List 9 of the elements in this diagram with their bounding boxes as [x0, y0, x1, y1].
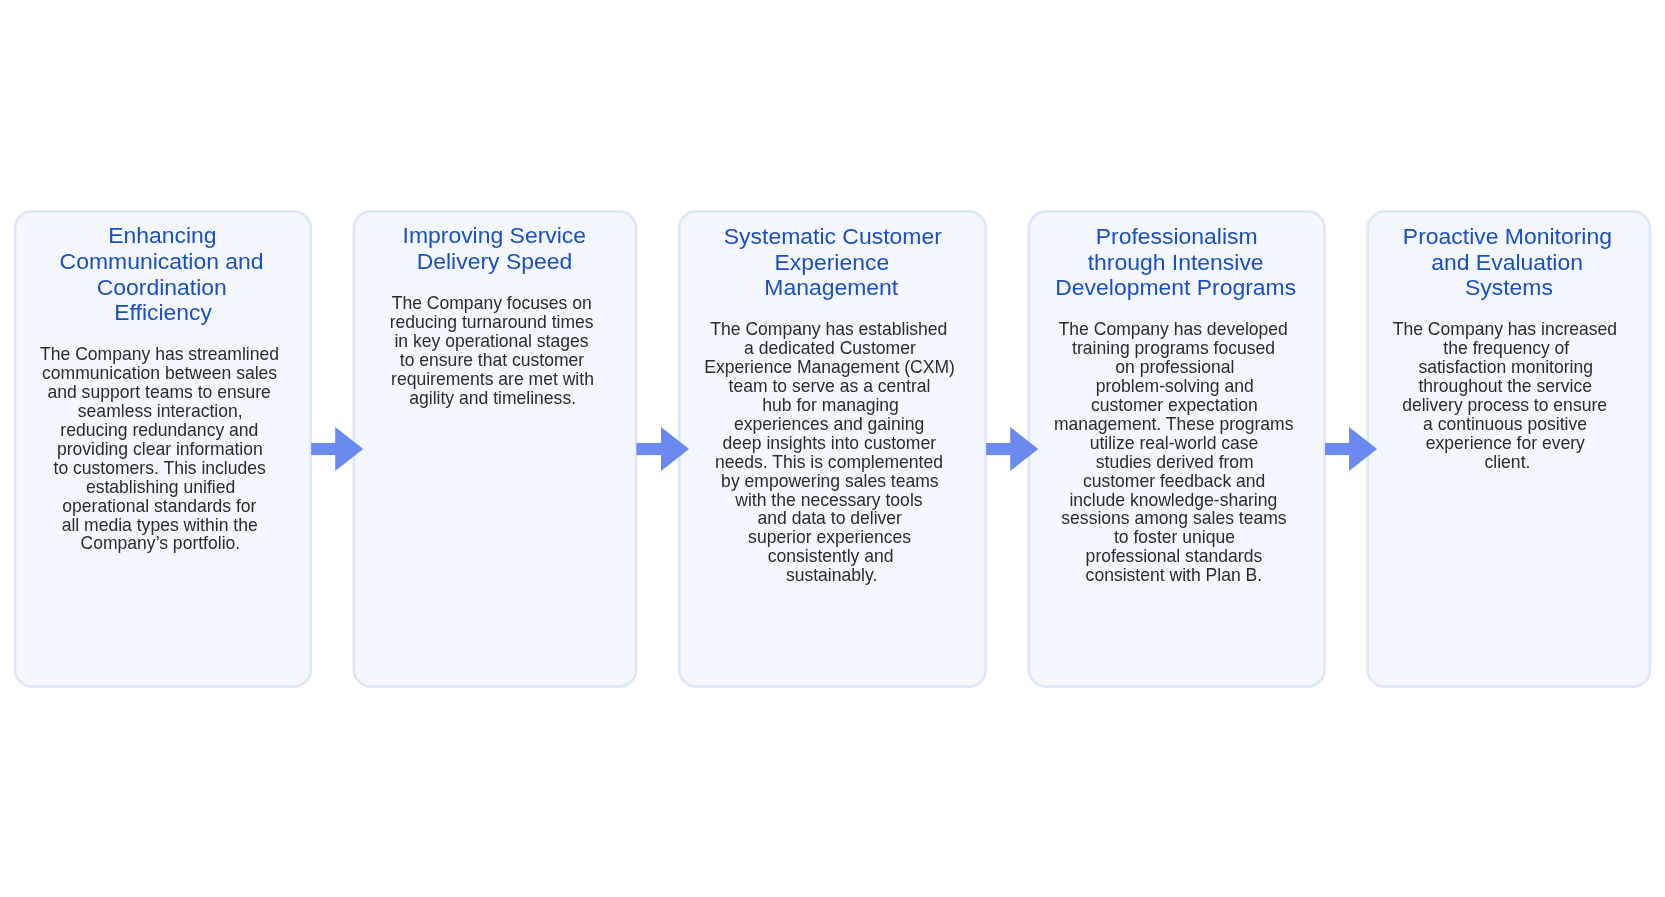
node-box: Enhancing Communication and Coordination Efficiency The Company has streamlined communication between sales and support teams to ensure seamless interaction, reducing redundancy and providing clear information to customers. This includes establishing unified operational standards for all media types within the Company’s portfolio.: [13, 209, 313, 688]
arrow: [636, 426, 690, 471]
node-box: Systematic Customer Experience Management The Company has established a dedicated Customer Experience Management (CXM) team to serve as a central hub for managing experiences and gaining deep insights into customer needs. This is complemented by empowering sales teams with the necessary tools and data to deliver superior experiences consistently and sustainably.: [677, 209, 988, 688]
arrow: [986, 426, 1039, 471]
node-box: Professionalism through Intensive Development Programs The Company has developed training programs focused on professional problem-solving and customer expectation management. These programs utilize real-world case studies derived from customer feedback and include knowledge-sharing sessions among sales teams to foster unique professional standards consistent with Plan B.: [1027, 209, 1326, 688]
arrow: [1325, 426, 1378, 471]
node-box: Proactive Monitoring and Evaluation Systems The Company has increased the frequency of satisfaction monitoring throughout the service delivery process to ensure a continuous positive experience for every client.: [1366, 209, 1652, 688]
arrow: [311, 426, 364, 471]
node-box: Improving Service Delivery Speed The Company focuses on reducing turnaround times in key operational stages to ensure that customer requirements are met with agility and timeliness.: [352, 209, 638, 688]
